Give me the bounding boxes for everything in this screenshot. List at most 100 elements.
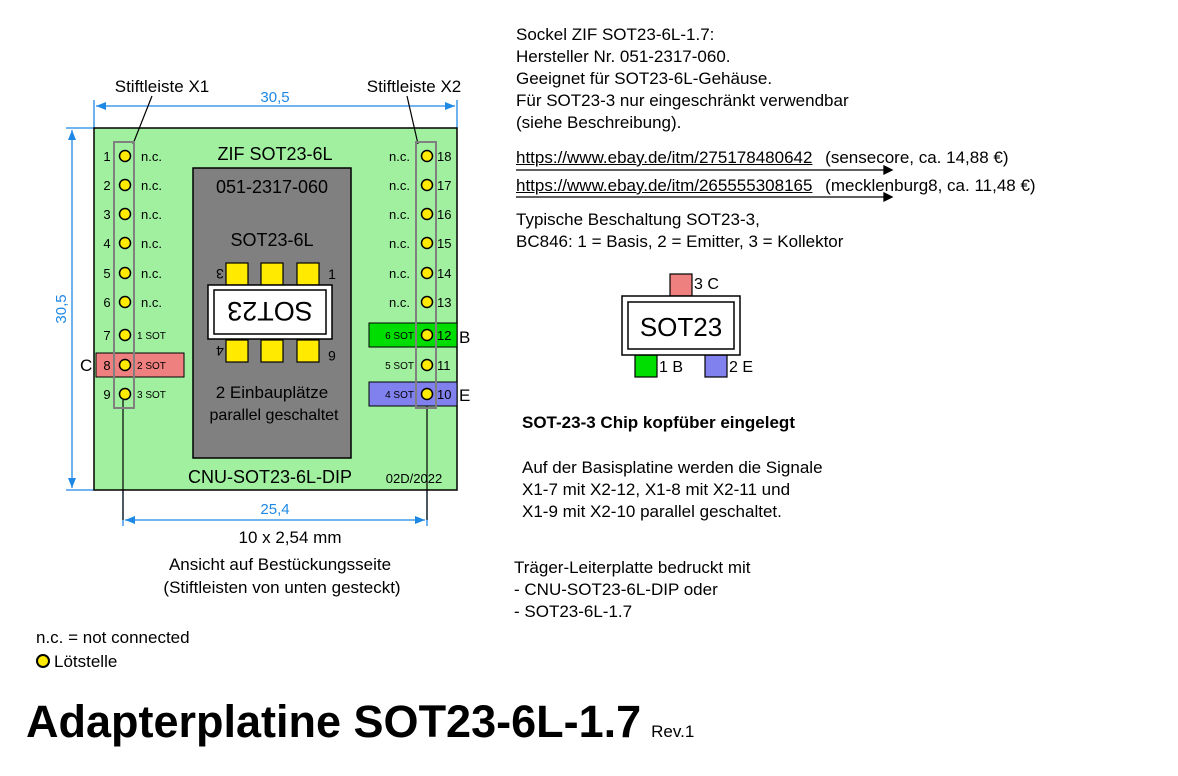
- header-x1-outline: [113, 141, 135, 409]
- ebay-link-1[interactable]: https://www.ebay.de/itm/275178480642: [516, 148, 813, 167]
- solder-pad: [118, 295, 132, 309]
- parallel-note-line2: parallel geschaltet: [210, 407, 340, 424]
- info-line: Sockel ZIF SOT23-6L-1.7:: [516, 25, 715, 44]
- pin-row: n.c. 15: [389, 236, 451, 251]
- pitch-dimension: 25,4: [260, 501, 289, 518]
- socket-type: SOT23-6L: [230, 230, 313, 250]
- pin-row: n.c. 18: [389, 149, 451, 164]
- width-dimension: 30,5: [260, 89, 289, 106]
- pin-number: 17: [437, 178, 451, 193]
- pin-number: 18: [437, 149, 451, 164]
- legend-nc: n.c. = not connected: [36, 628, 190, 647]
- solder-pad: [118, 149, 132, 163]
- pin-label: n.c.: [141, 236, 162, 251]
- typical-circuit-info: Typische Beschaltung SOT23-3, BC846: 1 =…: [516, 209, 843, 253]
- pin-row: 5 SOT 11: [385, 358, 450, 373]
- emitter-pin: [704, 354, 728, 378]
- pin-label: n.c.: [389, 236, 410, 251]
- info-line: (siehe Beschreibung).: [516, 113, 682, 132]
- notes-paragraph-2: Träger-Leiterplatte bedruckt mit - CNU-S…: [514, 557, 751, 623]
- pin-number: 4: [103, 236, 110, 251]
- pin-number: 15: [437, 236, 451, 251]
- notes-heading: SOT-23-3 Chip kopfüber eingelegt: [522, 413, 795, 432]
- solder-pad: [420, 207, 434, 221]
- header-leaders: [122, 95, 428, 520]
- pin-number: 8: [103, 358, 110, 373]
- pin-row: 8 2 SOT: [103, 358, 166, 373]
- solder-pad: [420, 358, 434, 372]
- pin-number: 13: [437, 295, 451, 310]
- pin-number: 6: [103, 295, 110, 310]
- header-x2-label: Stiftleiste X2: [367, 77, 462, 96]
- view-caption-line1: Ansicht auf Bestückungsseite: [169, 555, 391, 574]
- pin-row: 5 n.c.: [103, 266, 162, 281]
- link-row-2: https://www.ebay.de/itm/265555308165 (me…: [516, 175, 1036, 197]
- link-row-1: https://www.ebay.de/itm/275178480642 (se…: [516, 147, 1009, 169]
- note-line: - CNU-SOT23-6L-DIP oder: [514, 580, 718, 599]
- note-line: - SOT23-6L-1.7: [514, 602, 633, 621]
- solder-pad-icon: [36, 654, 50, 668]
- socket-chip-label: SOT23: [227, 296, 313, 326]
- page-title-text: Adapterplatine SOT23-6L-1.7: [26, 696, 642, 747]
- pin-row: n.c. 16: [389, 207, 451, 222]
- board-name: CNU-SOT23-6L-DIP: [188, 467, 352, 487]
- pin-label: n.c.: [141, 295, 162, 310]
- solder-pad: [118, 266, 132, 280]
- ebay-link-2[interactable]: https://www.ebay.de/itm/265555308165: [516, 176, 813, 195]
- info-line: Für SOT23-3 nur eingeschränkt verwendbar: [516, 91, 849, 110]
- notes-paragraph-1: Auf der Basisplatine werden die Signale …: [522, 457, 823, 523]
- pin-label: 6 SOT: [385, 331, 414, 342]
- emitter-letter: E: [459, 386, 470, 405]
- info-line: Typische Beschaltung SOT23-3,: [516, 210, 760, 229]
- collector-pin: [669, 273, 693, 297]
- collector-pin-label: 3 C: [694, 276, 719, 293]
- solder-pad: [420, 295, 434, 309]
- pin-label: n.c.: [389, 207, 410, 222]
- socket-pad-number: 1: [328, 266, 336, 282]
- pin-row: n.c. 14: [389, 266, 451, 281]
- pin-label: 5 SOT: [385, 361, 414, 372]
- socket-pad-number: 3: [216, 266, 224, 282]
- legend-solder-label: Lötstelle: [54, 652, 118, 671]
- legend-solder-row: Lötstelle: [36, 650, 190, 674]
- pin-label: 1 SOT: [137, 331, 166, 342]
- pin-label: n.c.: [141, 149, 162, 164]
- pin-label: n.c.: [389, 149, 410, 164]
- pin-row: 4 SOT 10: [385, 387, 451, 402]
- solder-pad: [118, 178, 132, 192]
- emitter-pin-label: 2 E: [729, 359, 753, 376]
- socket-pad-number: 4: [216, 343, 224, 359]
- solder-pad: [420, 178, 434, 192]
- info-line: Geeignet für SOT23-6L-Gehäuse.: [516, 69, 773, 88]
- pin-label: 4 SOT: [385, 390, 414, 401]
- base-pin-label: 1 B: [659, 359, 683, 376]
- sot23-inner: [627, 301, 735, 350]
- link-arrows: [516, 164, 894, 203]
- solder-pad: [118, 358, 132, 372]
- ebay-link-1-note: (sensecore, ca. 14,88 €): [825, 148, 1009, 167]
- pin-label: n.c.: [141, 178, 162, 193]
- info-line: Hersteller Nr. 051-2317-060.: [516, 47, 731, 66]
- pin-label: n.c.: [389, 295, 410, 310]
- ebay-link-2-note: (mecklenburg8, ca. 11,48 €): [825, 176, 1036, 195]
- pin-row: 6 n.c.: [103, 295, 162, 310]
- pin-number: 11: [437, 358, 451, 373]
- socket-chip-body: [213, 289, 327, 335]
- pin-number: 1: [103, 149, 110, 164]
- socket-part-number: 051-2317-060: [216, 177, 328, 197]
- collector-letter: C: [80, 356, 92, 375]
- revision-label: Rev.1: [651, 722, 695, 741]
- pin-row: 6 SOT 12: [385, 328, 451, 343]
- socket-title: ZIF SOT23-6L: [217, 144, 332, 164]
- pin-number: 9: [103, 387, 110, 402]
- pin-label: n.c.: [141, 207, 162, 222]
- base-highlight: [368, 322, 458, 348]
- pin-row: 9 3 SOT: [103, 387, 166, 402]
- pitch-caption: 10 x 2,54 mm: [239, 528, 342, 547]
- collector-highlight: [95, 352, 185, 378]
- pin-label: n.c.: [389, 266, 410, 281]
- socket-info: Sockel ZIF SOT23-6L-1.7: Hersteller Nr. …: [516, 24, 849, 134]
- pin-row: 3 n.c.: [103, 207, 162, 222]
- socket-pads: [225, 262, 320, 363]
